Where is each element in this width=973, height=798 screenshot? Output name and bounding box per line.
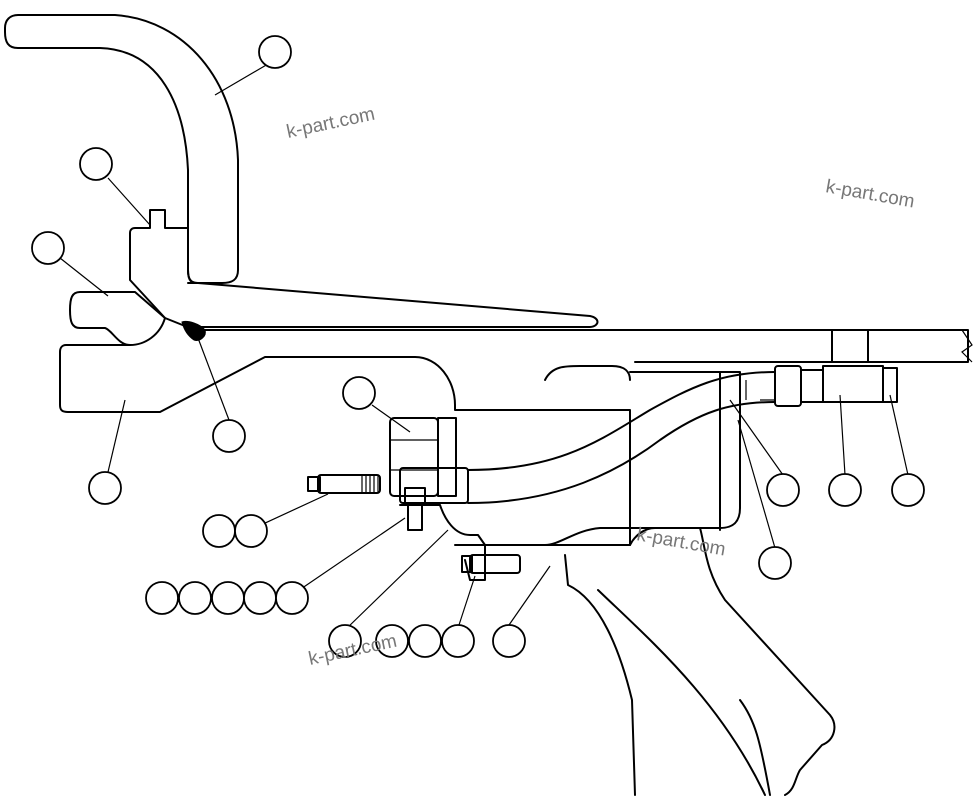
watermark: k-part.com: [824, 176, 916, 212]
callout-circle: [79, 147, 113, 181]
callout-circle: [234, 514, 268, 548]
lower-bolt-head: [461, 555, 473, 573]
callout-circle: [408, 624, 442, 658]
leader-lines: [59, 63, 909, 631]
callout-circle: [758, 546, 792, 580]
callout-circle: [243, 581, 277, 615]
frame-end-break: [961, 329, 973, 363]
hose-lower: [467, 401, 776, 504]
watermark: k-part.com: [285, 104, 377, 143]
housing-inner: [544, 365, 631, 381]
callout-circle: [212, 419, 246, 453]
lower-casting: [544, 527, 836, 796]
weld-bead: [181, 321, 206, 341]
stud-end: [307, 476, 321, 492]
callout-circle: [441, 624, 475, 658]
threaded-stud: [317, 474, 381, 494]
lower-bolt: [469, 554, 521, 574]
callout-circle: [375, 624, 409, 658]
hose-fitting-nut: [882, 367, 898, 403]
support-arm: [629, 371, 741, 546]
housing: [454, 404, 631, 546]
lower-casting-inner: [564, 554, 636, 796]
callout-circle: [492, 624, 526, 658]
callout-circle: [31, 231, 65, 265]
hose-fitting-2: [800, 369, 824, 403]
nipple: [399, 467, 469, 504]
lower-body: [59, 344, 456, 413]
callout-circle: [178, 581, 212, 615]
casting-rib: [597, 589, 771, 796]
clamp: [399, 504, 486, 581]
stud-threads: [361, 475, 379, 493]
hinge-pin: [69, 291, 166, 346]
union-flange: [437, 417, 457, 497]
frame-block: [831, 329, 869, 363]
callout-circle: [145, 581, 179, 615]
callouts: [31, 35, 925, 658]
callout-circle: [891, 473, 925, 507]
union-body: [389, 417, 439, 497]
hose-fitting-3: [822, 365, 884, 403]
blade-plate: [187, 282, 599, 328]
callout-circle: [202, 514, 236, 548]
hose-fitting-edge: [745, 380, 775, 401]
bracket: [129, 209, 199, 331]
callout-circle: [211, 581, 245, 615]
main-frame: [194, 329, 969, 363]
union-nut-line: [390, 439, 438, 471]
callout-circle: [258, 35, 292, 69]
callout-circle: [88, 471, 122, 505]
watermark: k-part.com: [635, 524, 727, 560]
callout-circle: [828, 473, 862, 507]
callout-circle: [766, 473, 800, 507]
hose-fitting-1: [774, 365, 802, 407]
hose-upper: [467, 371, 776, 471]
callout-circle: [342, 376, 376, 410]
callout-circle: [328, 624, 362, 658]
callout-circle: [275, 581, 309, 615]
clamp-bolt-shank: [407, 503, 423, 531]
